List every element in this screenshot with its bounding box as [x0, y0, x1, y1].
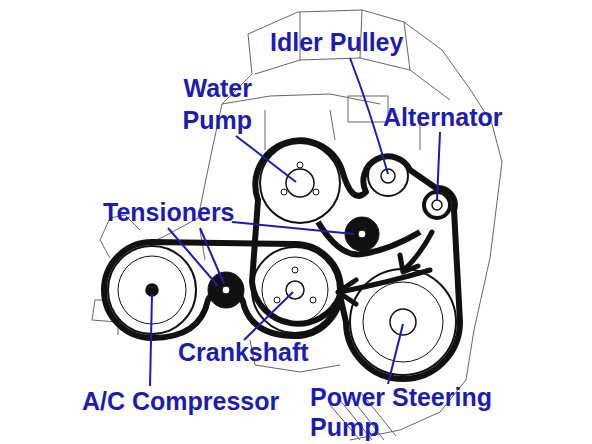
- power-steering-hub: [390, 309, 416, 335]
- part-label: Water Pump: [172, 72, 252, 136]
- bolt-hole: [297, 162, 303, 168]
- tensioner-pivot: [222, 286, 230, 294]
- bolt-hole: [292, 267, 298, 273]
- bolt-hole: [313, 189, 319, 195]
- part-label: Crankshaft: [178, 337, 309, 367]
- leader-line: [350, 58, 388, 174]
- bolt-hole: [281, 189, 287, 195]
- part-label: A/C Compressor: [82, 386, 279, 416]
- part-label: Idler Pulley: [270, 27, 403, 57]
- part-label: Tensioners: [103, 197, 235, 227]
- ac-belt: [104, 242, 341, 338]
- part-label: Power Steering Pump: [310, 382, 510, 442]
- leader-line: [437, 132, 440, 200]
- leader-line: [200, 228, 224, 284]
- leader-line: [232, 222, 354, 234]
- leader-line: [388, 324, 403, 384]
- alternator-hub: [432, 200, 442, 210]
- direction-arrow: [400, 255, 418, 272]
- leader-line: [150, 294, 152, 386]
- tensioner-pivot: [358, 230, 366, 238]
- part-label: Alternator: [383, 102, 502, 132]
- water-pump-pulley: [260, 143, 340, 223]
- water-pump-hub: [286, 169, 314, 197]
- leader-line: [168, 228, 218, 286]
- leader-line: [236, 136, 296, 182]
- power-steering-ring: [363, 282, 443, 362]
- lower-tensioner: [208, 272, 244, 308]
- direction-arrow: [338, 280, 356, 304]
- bolt-hole: [274, 297, 280, 303]
- leader-line: [244, 292, 293, 340]
- bolt-hole: [310, 297, 316, 303]
